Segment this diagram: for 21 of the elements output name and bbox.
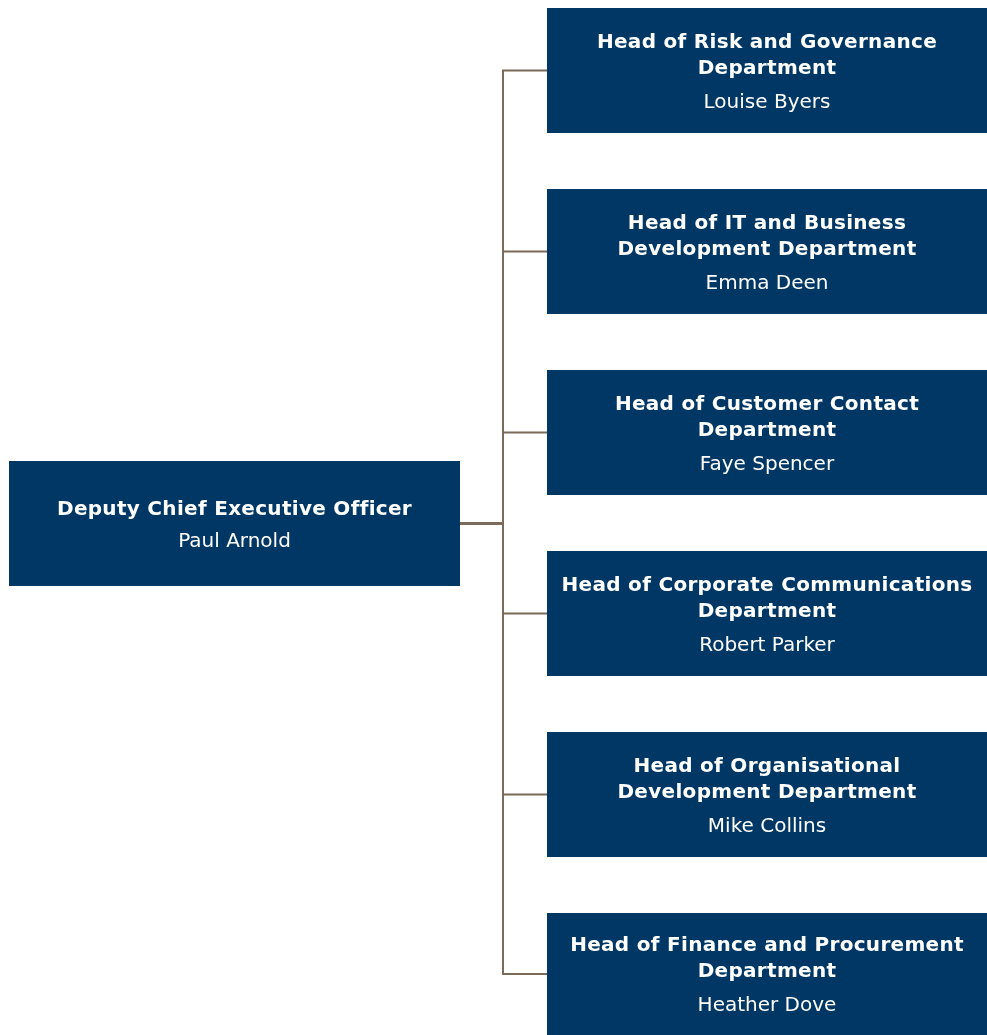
person-name: Heather Dove bbox=[697, 991, 837, 1017]
job-title: Deputy Chief Executive Officer bbox=[57, 494, 412, 521]
person-name: Louise Byers bbox=[703, 87, 831, 114]
person-name: Mike Collins bbox=[707, 811, 827, 838]
org-box bbox=[547, 732, 987, 857]
person-name: Paul Arnold bbox=[178, 526, 291, 553]
org-box bbox=[547, 913, 987, 1035]
job-title: Head of Organisational Development Department bbox=[616, 751, 918, 804]
org-box bbox=[9, 461, 460, 586]
job-title: Head of Risk and Governance Department bbox=[595, 27, 938, 80]
org-box bbox=[547, 8, 987, 133]
job-title: Head of IT and Business Development Department bbox=[616, 208, 918, 261]
org-box bbox=[547, 551, 987, 676]
job-title: Head of Corporate Communications Department bbox=[560, 570, 974, 623]
person-name: Faye Spencer bbox=[699, 449, 835, 476]
org-box bbox=[547, 189, 987, 314]
org-box bbox=[547, 370, 987, 495]
person-name: Robert Parker bbox=[699, 630, 835, 657]
job-title: Head of Finance and Procurement Department bbox=[569, 931, 965, 983]
person-name: Emma Deen bbox=[705, 268, 829, 295]
job-title: Head of Customer Contact Department bbox=[613, 389, 921, 442]
